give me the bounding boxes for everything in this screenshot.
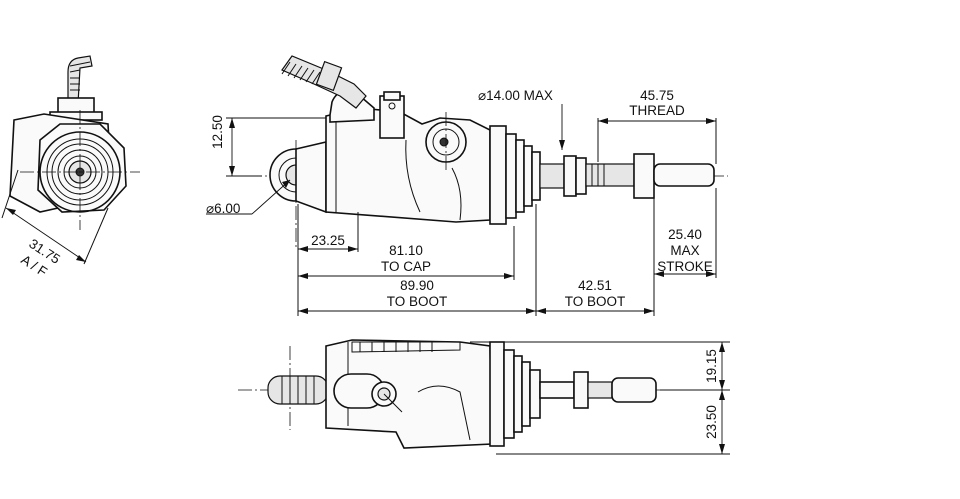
hex-dimension-line bbox=[5, 207, 87, 263]
thread-label: THREAD bbox=[629, 103, 685, 118]
to-cap-value: 81.10 bbox=[389, 243, 423, 258]
upper-height-value: 19.15 bbox=[704, 349, 719, 383]
pushrod-sleeve bbox=[539, 163, 565, 189]
stroke-value: 25.40 bbox=[668, 227, 702, 242]
boot bbox=[531, 151, 541, 201]
pushrod-end bbox=[653, 163, 715, 187]
bore-value: ⌀14.00 MAX bbox=[478, 88, 553, 103]
side-boot bbox=[529, 369, 541, 419]
cap bbox=[489, 125, 507, 225]
eye-offset-value: 23.25 bbox=[311, 233, 345, 248]
side-view: 19.15 23.50 bbox=[238, 339, 730, 455]
bleed-screw bbox=[379, 95, 405, 139]
cylinder-body bbox=[325, 107, 491, 223]
to-boot-value: 89.90 bbox=[400, 278, 434, 293]
side-lock-nut bbox=[573, 371, 589, 409]
lock-nut bbox=[563, 155, 577, 197]
end-view-hose-fitting bbox=[67, 55, 93, 105]
side-cap bbox=[489, 341, 505, 447]
pivot-hole-leader bbox=[251, 179, 291, 215]
pushrod-thread bbox=[585, 163, 635, 187]
rod-to-boot-value: 42.51 bbox=[578, 278, 612, 293]
stroke-label-stroke: STROKE bbox=[657, 259, 713, 274]
pivot-hole-value: ⌀6.00 bbox=[206, 201, 240, 216]
side-pushrod-end bbox=[611, 377, 657, 403]
rod-nut bbox=[633, 153, 655, 199]
to-boot-label: TO BOOT bbox=[387, 294, 448, 309]
side-pushrod bbox=[539, 381, 575, 399]
end-view: 31.75 A / F bbox=[1, 55, 140, 280]
rod-to-boot-label: TO BOOT bbox=[565, 294, 626, 309]
thread-value: 45.75 bbox=[640, 88, 674, 103]
to-cap-label: TO CAP bbox=[381, 259, 431, 274]
stroke-label-max: MAX bbox=[670, 243, 699, 258]
top-view: 12.50 ⌀6.00 ⌀14.00 MAX 45.75 THREAD 23.2… bbox=[206, 55, 728, 316]
lower-height-value: 23.50 bbox=[704, 405, 719, 439]
hose-offset-value: 12.50 bbox=[210, 115, 225, 149]
